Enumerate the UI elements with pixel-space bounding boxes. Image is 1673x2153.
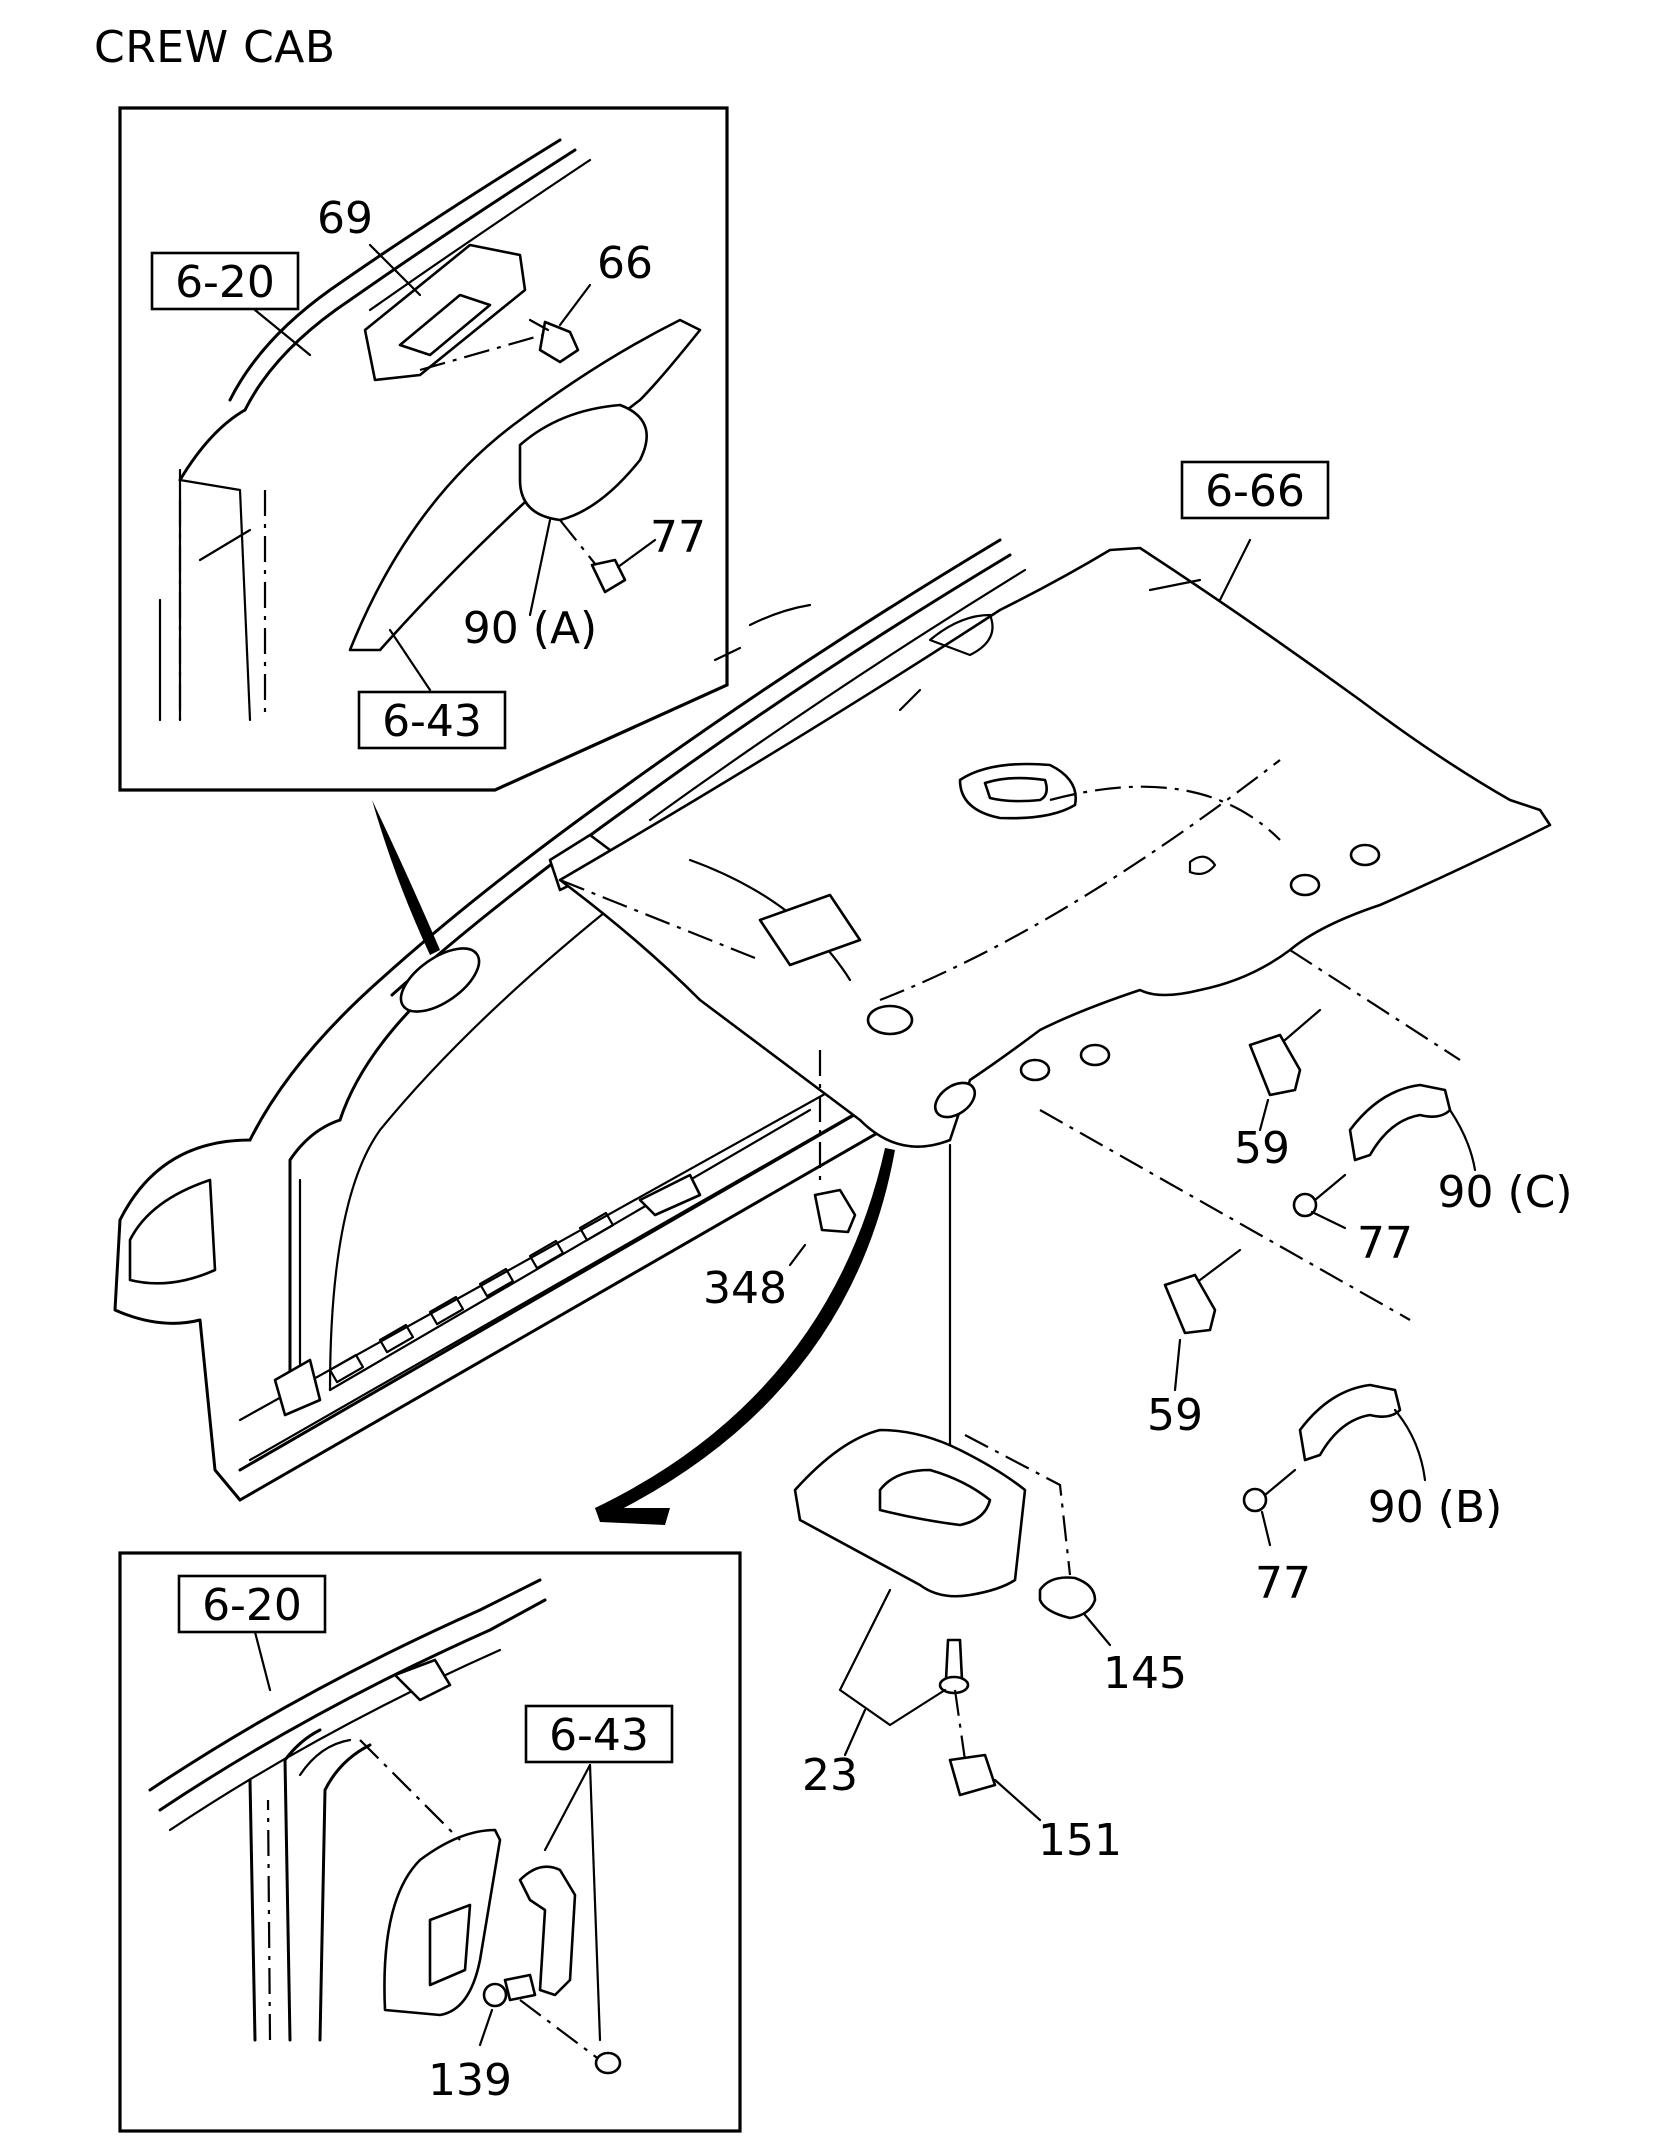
callout-139: 139 — [428, 2055, 512, 2106]
callout-77-upper: 77 — [1357, 1218, 1413, 1269]
right-parts: 59 90 (C) 77 59 90 (B) 77 — [1147, 1008, 1573, 1609]
ref-box-6-43: 6-43 — [549, 1710, 649, 1761]
pointer-arrow-top — [372, 800, 440, 955]
dash-leader — [1039, 1109, 1411, 1321]
callout-59-lower: 59 — [1147, 1390, 1203, 1441]
ref-box-6-20: 6-20 — [175, 257, 275, 308]
headliner: 6-66 — [558, 460, 1552, 1148]
dash-leader — [1289, 949, 1461, 1061]
sun-visor: 145 151 23 — [793, 1428, 1187, 1866]
callout-90c: 90 (C) — [1437, 1167, 1572, 1218]
ref-box-6-43: 6-43 — [382, 696, 482, 747]
callout-348: 348 — [703, 1263, 787, 1314]
dash-leader — [559, 878, 761, 962]
bottom-inset: 6-20 6-43 139 — [118, 1551, 742, 2133]
callout-90b: 90 (B) — [1368, 1482, 1503, 1533]
page-title: CREW CAB — [94, 22, 336, 73]
callout-77-lower: 77 — [1255, 1558, 1311, 1609]
callout-69: 69 — [317, 193, 373, 244]
clip-348: 348 — [703, 1188, 857, 1314]
callout-59-upper: 59 — [1234, 1123, 1290, 1174]
top-inset: 6-20 6-43 69 66 77 90 (A) — [118, 106, 729, 792]
callout-23: 23 — [802, 1750, 858, 1801]
callout-145: 145 — [1103, 1648, 1187, 1699]
callout-151: 151 — [1038, 1815, 1122, 1866]
ref-box-6-66: 6-66 — [1205, 466, 1305, 517]
callout-66: 66 — [597, 238, 653, 289]
callout-77: 77 — [650, 512, 706, 563]
ref-box-6-20: 6-20 — [202, 1580, 302, 1631]
callout-90a: 90 (A) — [463, 603, 597, 654]
